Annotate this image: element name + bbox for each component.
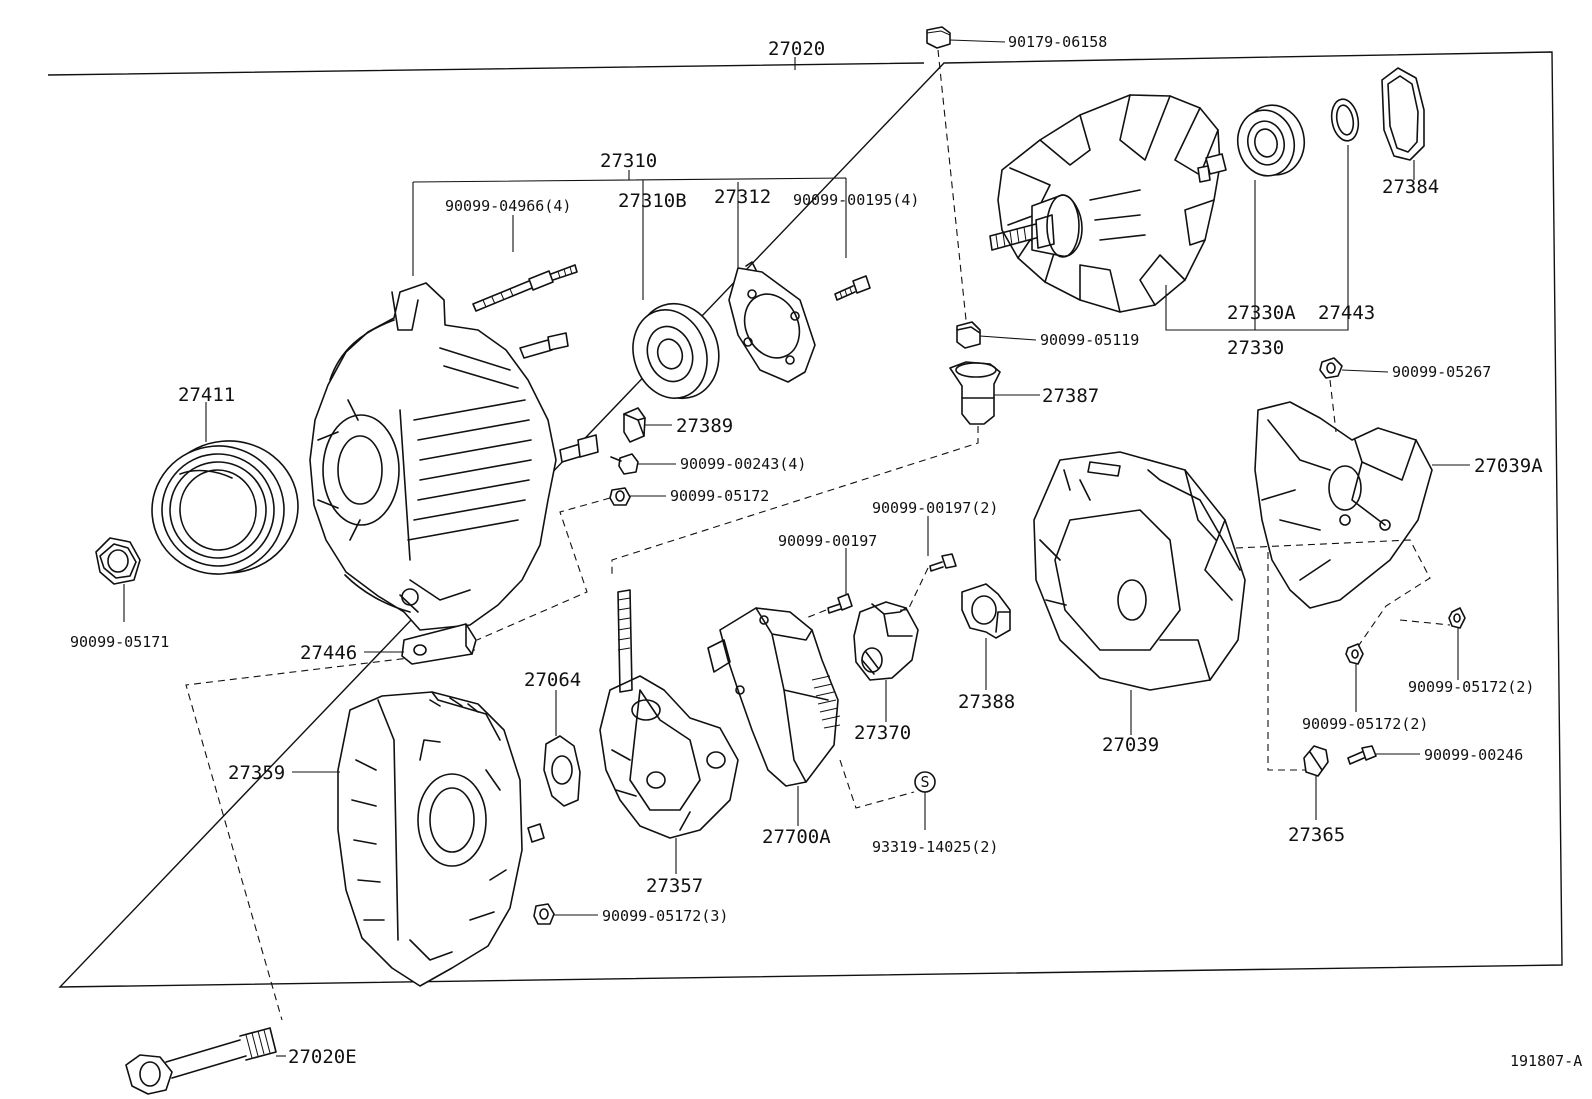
label-27443: 27443: [1318, 302, 1375, 324]
dash-05172-to-27446: [476, 497, 611, 641]
label-90099-00243-4: 90099-00243(4): [680, 455, 806, 473]
label-27330a: 27330A: [1227, 302, 1296, 324]
regulator-27700a[interactable]: [707, 607, 841, 787]
rear-cover-27039a[interactable]: [1254, 401, 1433, 609]
bracket-27446[interactable]: [401, 623, 477, 665]
insulator-27365[interactable]: [1303, 745, 1329, 777]
nut-90099-05119[interactable]: [956, 321, 981, 349]
dash-90179-to-05119: [937, 49, 967, 321]
leader-27330-group: [1165, 145, 1349, 331]
label-27020: 27020: [768, 38, 825, 60]
s-mark: S: [920, 773, 929, 791]
dash-00197-to-regulator: [805, 609, 827, 619]
label-93319-14025-2: 93319-14025(2): [872, 838, 998, 856]
nut-90099-05172-right-b[interactable]: [1345, 643, 1364, 665]
label-90099-05172-3: 90099-05172(3): [602, 907, 728, 925]
label-27389: 27389: [676, 415, 733, 437]
rectifier-end-frame-27359[interactable]: [337, 691, 545, 987]
label-90099-05119: 90099-05119: [1040, 331, 1139, 349]
leader-90179-06158: [949, 39, 1006, 43]
leader-90099-05119: [979, 335, 1037, 341]
label-27330: 27330: [1227, 337, 1284, 359]
nut-90099-05172-right-a[interactable]: [1448, 607, 1466, 629]
rotor-27330[interactable]: [989, 94, 1227, 313]
label-90099-05171: 90099-05171: [70, 633, 169, 651]
label-90099-00197: 90099-00197: [778, 532, 877, 550]
label-27387: 27387: [1042, 385, 1099, 407]
plate-27064[interactable]: [543, 735, 581, 807]
nut-90099-05172[interactable]: [609, 487, 631, 506]
drive-end-frame-27310[interactable]: [309, 282, 599, 631]
insulator-27388[interactable]: [961, 583, 1011, 639]
pulley-27411[interactable]: [147, 435, 304, 579]
dash-27446-to-27020E: [185, 649, 476, 1021]
label-27310: 27310: [600, 150, 657, 172]
label-27357: 27357: [646, 875, 703, 897]
rectifier-27357[interactable]: [599, 589, 739, 839]
leader-27310-group: [412, 170, 847, 300]
label-27388: 27388: [958, 691, 1015, 713]
nut-90099-00243[interactable]: [610, 453, 639, 475]
label-90099-00195-4: 90099-00195(4): [793, 191, 919, 209]
nut-90179-06158[interactable]: [926, 26, 951, 49]
dash-27387-to-27357: [611, 426, 979, 574]
dash-05172-right: [1399, 619, 1451, 626]
label-27411: 27411: [178, 384, 235, 406]
retainer-plate-27312[interactable]: [728, 261, 816, 383]
dash-to-27365: [1267, 552, 1310, 771]
stud-bolt-90099-04966[interactable]: [472, 264, 578, 312]
label-90099-05267: 90099-05267: [1392, 363, 1491, 381]
label-27312: 27312: [714, 186, 771, 208]
screw-90099-00246[interactable]: [1347, 745, 1377, 765]
dash-cover-to-05172: [1235, 539, 1431, 659]
insulator-27387[interactable]: [949, 361, 1001, 425]
label-90099-05172-2a: 90099-05172(2): [1408, 678, 1534, 696]
ring-27443[interactable]: [1329, 97, 1362, 143]
bearing-27310b[interactable]: [622, 293, 731, 409]
dash-regulator-to-S: [839, 759, 915, 809]
label-90179-06158: 90179-06158: [1008, 33, 1107, 51]
cover-27384[interactable]: [1381, 67, 1425, 161]
label-27700a: 27700A: [762, 826, 831, 848]
label-90099-00197-2: 90099-00197(2): [872, 499, 998, 517]
label-27020e: 27020E: [288, 1046, 357, 1068]
label-90099-05172: 90099-05172: [670, 487, 769, 505]
through-bolt-27020e[interactable]: [125, 1027, 277, 1095]
label-27039: 27039: [1102, 734, 1159, 756]
dash-05267-to-cover: [1329, 379, 1337, 433]
dash-00197-2-to-27370: [900, 567, 929, 611]
brush-holder-27370[interactable]: [853, 601, 919, 681]
label-27064: 27064: [524, 669, 581, 691]
rear-end-frame-27039[interactable]: [1033, 451, 1246, 691]
screw-90099-00197-2[interactable]: [929, 553, 957, 572]
diagram-id: 191807-A: [1510, 1052, 1582, 1070]
bearing-27330a[interactable]: [1232, 100, 1311, 182]
label-27359: 27359: [228, 762, 285, 784]
label-27384: 27384: [1382, 176, 1439, 198]
label-90099-05172-2b: 90099-05172(2): [1302, 715, 1428, 733]
leader-90099-05267: [1341, 369, 1389, 373]
label-27310b: 27310B: [618, 190, 687, 212]
label-27039a: 27039A: [1474, 455, 1543, 477]
nut-90099-05267[interactable]: [1319, 357, 1343, 379]
label-90099-04966-4: 90099-04966(4): [445, 197, 571, 215]
screw-90099-00195[interactable]: [834, 275, 871, 301]
insulator-cap-27389[interactable]: [623, 407, 646, 443]
label-27446: 27446: [300, 642, 357, 664]
screw-93319-14025[interactable]: S: [914, 771, 936, 793]
nut-90099-05171[interactable]: [95, 537, 141, 585]
label-27365: 27365: [1288, 824, 1345, 846]
assembly-frame: [47, 51, 1563, 988]
nut-90099-05172-3[interactable]: [533, 903, 555, 925]
label-90099-00246: 90099-00246: [1424, 746, 1523, 764]
screw-90099-00197[interactable]: [827, 593, 853, 614]
label-27370: 27370: [854, 722, 911, 744]
